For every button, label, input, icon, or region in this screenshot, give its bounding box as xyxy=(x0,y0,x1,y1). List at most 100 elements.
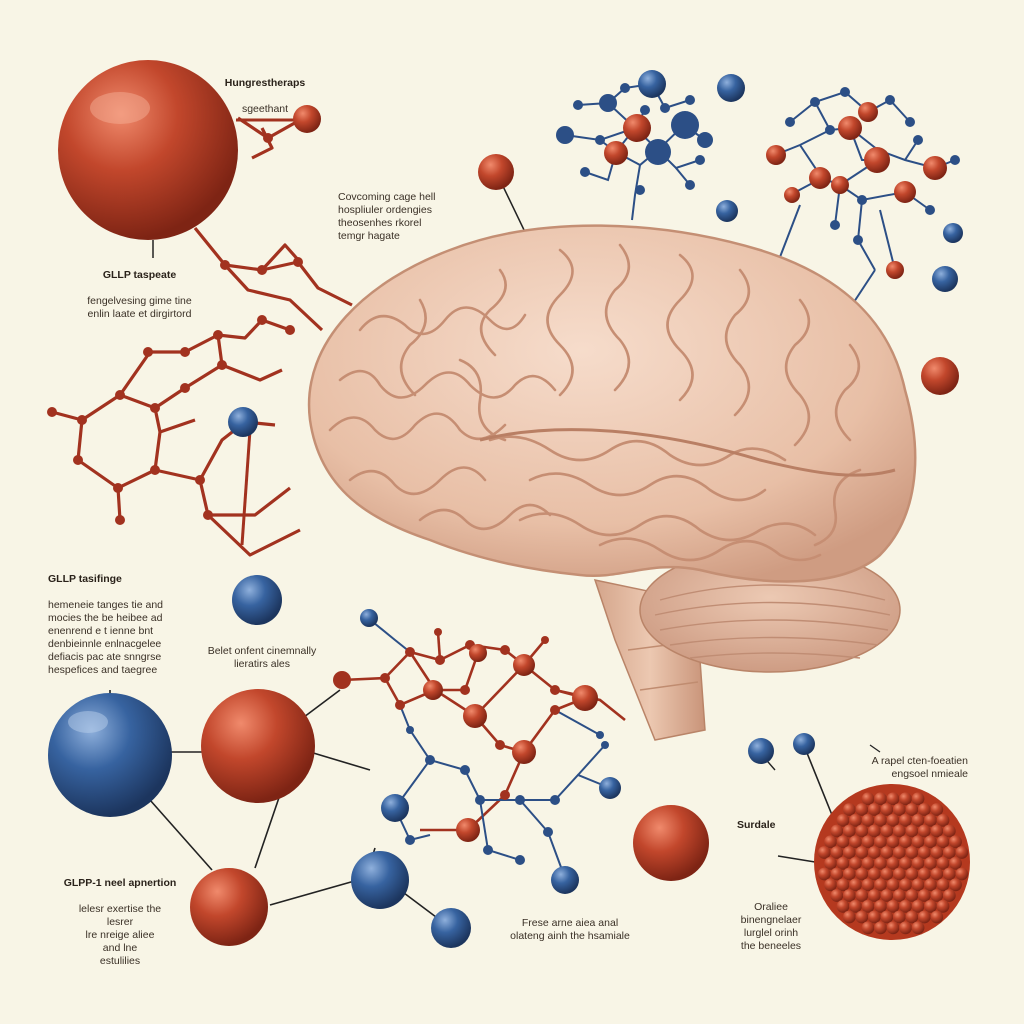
cluster-bead xyxy=(936,899,950,913)
cluster-bead xyxy=(874,813,887,827)
cluster-bead xyxy=(842,889,856,902)
cluster-bead xyxy=(830,889,844,902)
blue-atom-icon xyxy=(932,266,958,292)
cluster-bead xyxy=(905,910,919,924)
cluster-bead xyxy=(899,899,912,913)
cluster-bead xyxy=(874,792,887,806)
cluster-bead xyxy=(842,803,856,816)
cluster-bead xyxy=(874,878,887,892)
cluster-bead xyxy=(899,792,912,806)
cluster-bead xyxy=(824,856,837,870)
label-body: lelesr exertise the lesrer lre nreige al… xyxy=(78,903,162,967)
bond-to-blue-atom xyxy=(240,429,252,546)
blue-atom-icon xyxy=(716,200,738,222)
label-left-middle: GLLP tasifinge hemeneie tanges tie and m… xyxy=(48,560,188,677)
center-molecule-network xyxy=(333,609,626,894)
left-network-nodes xyxy=(47,133,303,525)
cluster-bead xyxy=(867,889,881,902)
cluster-bead xyxy=(855,867,869,881)
cluster-bead xyxy=(930,889,944,902)
cluster-bead xyxy=(817,867,831,881)
cluster-bead xyxy=(849,813,862,827)
cluster-bead xyxy=(949,856,962,870)
cluster-bead xyxy=(855,803,869,816)
cluster-bead xyxy=(942,846,956,859)
cluster-bead xyxy=(830,824,844,838)
cluster-bead xyxy=(874,835,887,849)
cluster-bead xyxy=(842,824,856,838)
red-sphere-icon xyxy=(190,868,268,946)
cluster-bead xyxy=(892,910,906,924)
label-body: sgeethant xyxy=(241,103,289,115)
cluster-bead xyxy=(861,899,875,913)
label-title: Hungrestheraps xyxy=(224,77,306,89)
label-right-mid: A rapel cten-foeatien engsoel nmieale xyxy=(848,742,968,781)
blue-atom-icon xyxy=(232,575,282,625)
label-mid-top: Covcoming cage hell hospliuler ordengies… xyxy=(338,178,458,243)
cluster-bead xyxy=(905,889,919,902)
cluster-bead xyxy=(886,792,900,806)
cluster-bead xyxy=(936,835,950,849)
cluster-bead xyxy=(936,813,950,827)
cluster-bead xyxy=(855,824,869,838)
cluster-bead xyxy=(817,846,831,859)
cluster-bead xyxy=(824,835,837,849)
right-molecule-network xyxy=(766,87,960,306)
cluster-bead xyxy=(836,856,850,870)
label-body: Belet onfent cinemnally lieratirs ales xyxy=(207,645,317,670)
cluster-bead xyxy=(930,824,944,838)
red-atom-icon xyxy=(921,357,959,395)
brain-illustration xyxy=(307,224,917,741)
cluster-bead xyxy=(899,878,912,892)
cluster-bead xyxy=(836,813,850,827)
cluster-bead xyxy=(892,889,906,902)
blue-atom-icon xyxy=(748,738,774,764)
cluster-bead xyxy=(849,899,862,913)
cluster-bead xyxy=(924,835,937,849)
cluster-bead xyxy=(899,813,912,827)
cluster-bead xyxy=(905,846,919,859)
cluster-bead xyxy=(830,867,844,881)
cluster-bead xyxy=(867,867,881,881)
cluster-bead xyxy=(849,878,862,892)
cluster-bead xyxy=(930,846,944,859)
cluster-bead xyxy=(855,889,869,902)
cluster-bead xyxy=(930,803,944,816)
label-top-center: Hungrestheraps sgeethant xyxy=(215,64,315,116)
cluster-bead xyxy=(842,846,856,859)
label-body: hemeneie tanges tie and mocies the be he… xyxy=(48,599,164,676)
cluster-bead xyxy=(880,910,894,924)
large-red-sphere-icon xyxy=(58,60,238,240)
cluster-bead xyxy=(942,867,956,881)
cluster-bead xyxy=(911,878,925,892)
cluster-bead xyxy=(924,878,937,892)
cluster-bead xyxy=(905,803,919,816)
cluster-bead xyxy=(874,856,887,870)
large-red-sphere-icon xyxy=(201,689,315,803)
cluster-bead xyxy=(836,835,850,849)
cluster-bead xyxy=(917,910,931,924)
cluster-bead xyxy=(861,792,875,806)
label-bottom-center: Frese arne aiea anal olateng ainh the hs… xyxy=(500,904,640,943)
cluster-bead xyxy=(955,867,969,881)
label-title: GLLP tasifinge xyxy=(48,573,122,585)
label-right-small: Surdale xyxy=(737,806,797,845)
label-left-bottom: GLPP-1 neel apnertion lelesr exertise th… xyxy=(60,864,180,968)
cluster-bead xyxy=(886,899,900,913)
blue-atom-icon xyxy=(228,407,258,437)
label-title: GLLP taspeate xyxy=(102,269,177,281)
cluster-bead xyxy=(855,910,869,924)
cluster-bead xyxy=(911,856,925,870)
cluster-bead xyxy=(936,878,950,892)
cluster-bead xyxy=(899,921,912,935)
cluster-bead xyxy=(886,813,900,827)
cluster-bead xyxy=(917,846,931,859)
cluster-bead xyxy=(936,856,950,870)
cluster-bead xyxy=(911,835,925,849)
cluster-bead xyxy=(917,803,931,816)
cluster-bead xyxy=(942,889,956,902)
cluster-bead xyxy=(867,910,881,924)
cluster-bead xyxy=(867,803,881,816)
cluster-bead xyxy=(880,824,894,838)
